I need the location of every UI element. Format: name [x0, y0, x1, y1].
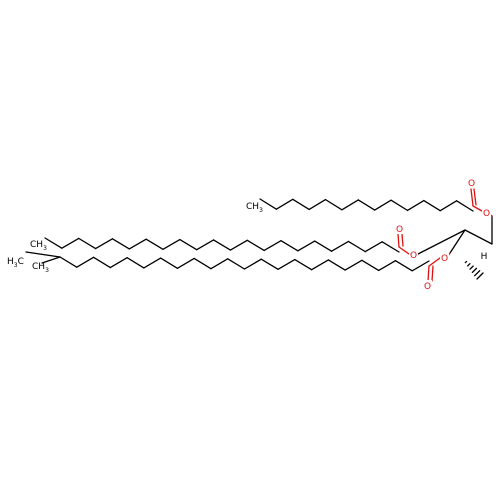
- chain-1-bond: [423, 199, 441, 212]
- ester-oxygen-1: O: [483, 209, 490, 219]
- chain-3-bond: [210, 258, 229, 270]
- carbonyl-bond: [470, 188, 474, 207]
- chain-3-bond: [41, 256, 61, 264]
- chain-3-bond: [59, 256, 78, 268]
- chain-2-bond: [128, 238, 147, 250]
- chain-1-bond: [374, 199, 392, 211]
- chain-3-bond: [159, 257, 179, 269]
- backbone-bond: [449, 229, 466, 254]
- stereo-wedge-hash: [467, 263, 471, 267]
- chain-2-bond: [44, 237, 63, 249]
- carbonyl-oxygen-3: O: [424, 282, 431, 292]
- chain-3-bond: [361, 259, 380, 272]
- stereo-wedge-hash: [476, 272, 484, 280]
- chain-2-bond: [314, 240, 333, 252]
- chain-1-bond: [455, 200, 474, 212]
- chain-3-methyl: CH3: [32, 262, 49, 274]
- stereo-wedge-hash: [474, 270, 481, 277]
- chain-1-bond: [406, 199, 425, 212]
- chain-2-bond: [61, 237, 80, 249]
- backbone-bond: [417, 229, 466, 255]
- chain-3-bond: [277, 258, 296, 271]
- chain-3-bond: [76, 256, 95, 268]
- chain-3-bond: [126, 257, 145, 269]
- chain-2-bond: [381, 241, 400, 253]
- chain-2-bond: [196, 239, 215, 251]
- ester-bond: [472, 205, 483, 212]
- chain-2-bond: [94, 238, 114, 250]
- chain-3-bond: [92, 256, 111, 269]
- chain-1-bond: [390, 199, 409, 212]
- chain-3-bond: [25, 251, 61, 258]
- carbonyl-bond: [427, 265, 430, 282]
- backbone-bond: [464, 229, 493, 245]
- chain-3-bond: [243, 258, 262, 270]
- chain-1-bond: [324, 198, 343, 211]
- chain-2-bond: [263, 240, 282, 252]
- chain-2-bond: [111, 238, 130, 250]
- chain-3-bond: [143, 257, 162, 269]
- carbonyl-bond: [473, 188, 477, 206]
- chain-3-bond: [344, 259, 363, 271]
- chain-2-bond: [280, 240, 299, 252]
- chain-2-bond: [145, 238, 164, 250]
- chain-3-bond: [327, 259, 346, 271]
- carbonyl-bond: [401, 233, 404, 247]
- chain-3-bond: [394, 259, 413, 272]
- chain-3-bond: [378, 259, 397, 272]
- chain-3-bond: [411, 260, 430, 272]
- chain-2-bond: [229, 239, 248, 251]
- chain-3-bond: [260, 258, 279, 271]
- chain-3-bond: [310, 259, 330, 271]
- terminal-labels: CH3 CH3 H3C CH3: [7, 202, 263, 274]
- bond-layer: [25, 188, 493, 282]
- carbonyl-oxygen-2: O: [396, 225, 403, 235]
- ester-bond: [428, 257, 441, 267]
- chain-3-bond: [176, 257, 195, 269]
- carbonyl-bond: [397, 233, 400, 248]
- chain-3-ethyl-end: H3C: [7, 257, 24, 269]
- chain-3-bond: [193, 257, 212, 270]
- chain-2-bond: [78, 237, 97, 250]
- ester-oxygen-3: O: [441, 254, 448, 264]
- chain-2-bond: [162, 238, 181, 250]
- carbonyl-bond: [431, 265, 434, 282]
- chain-1-bond: [259, 198, 278, 210]
- stereo-wedge-hash: [469, 265, 474, 270]
- stereo-wedge-hash: [464, 260, 468, 264]
- chain-1-bond: [292, 198, 310, 211]
- chain-2-bond: [347, 240, 366, 253]
- atom-labels: O O O O O O H: [395, 177, 491, 292]
- chain-1-methyl: CH3: [246, 202, 263, 214]
- chain-2-bond: [212, 239, 232, 251]
- ester-bond: [398, 246, 410, 255]
- chain-1-bond: [275, 198, 294, 210]
- chain-2-bond: [330, 240, 350, 252]
- chain-2-bond: [179, 238, 198, 251]
- chain-1-bond: [308, 198, 327, 211]
- chain-3-bond: [294, 258, 313, 271]
- chain-2-bond: [246, 239, 265, 252]
- carbonyl-oxygen-1: O: [468, 179, 475, 189]
- ester-oxygen-2: O: [410, 251, 417, 261]
- stereo-hydrogen: H: [481, 252, 488, 262]
- chain-1-bond: [439, 200, 458, 212]
- chain-3-bond: [227, 258, 246, 270]
- chain-1-bond: [341, 199, 359, 211]
- chain-3-bond: [109, 257, 128, 269]
- chain-2-bond: [297, 240, 316, 252]
- stereo-wedge-hash: [471, 267, 478, 274]
- chain-2-bond: [364, 241, 383, 253]
- chain-1-bond: [357, 199, 376, 211]
- chain-2-methyl: CH3: [30, 240, 47, 252]
